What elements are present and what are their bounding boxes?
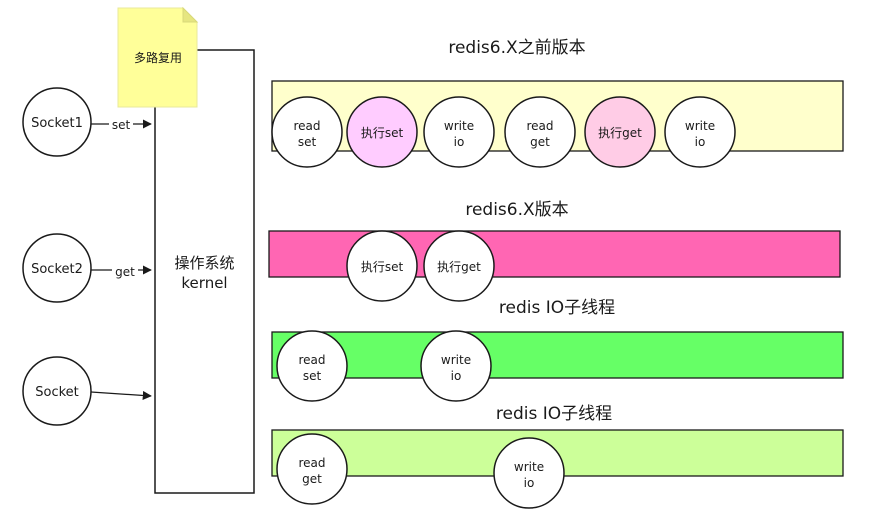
socket-label: Socket2 — [31, 262, 83, 277]
task-node-line1: write — [514, 460, 544, 474]
task-node-line1: 执行set — [361, 260, 404, 274]
task-node-line2: get — [530, 135, 550, 149]
task-node-line1: 执行get — [598, 126, 642, 140]
row-title: redis6.X版本 — [465, 200, 568, 220]
task-node-line1: 执行get — [437, 260, 481, 274]
row-title: redis6.X之前版本 — [448, 38, 585, 58]
kernel-label-line2: kernel — [181, 274, 227, 292]
task-node: read get — [276, 433, 348, 505]
socket-arrow-label: get — [115, 265, 135, 279]
kernel-label-line1: 操作系统 — [174, 254, 234, 272]
task-node-line2: io — [451, 369, 462, 383]
task-node-line1: write — [685, 119, 715, 133]
task-node: read set — [276, 330, 348, 402]
task-node-line1: read — [298, 353, 325, 367]
row-bar — [271, 331, 844, 379]
task-node-line1: write — [441, 353, 471, 367]
task-node-line2: io — [524, 476, 535, 490]
socket-node: Socket1 — [22, 87, 92, 157]
multiplexing-note-label: 多路复用 — [134, 50, 182, 65]
multiplexing-note: 多路复用 — [117, 6, 199, 108]
task-node-line2: get — [302, 472, 322, 486]
task-node: 执行set — [346, 96, 418, 168]
socket-arrow — [90, 390, 152, 401]
task-node: write io — [664, 96, 736, 168]
task-node: 执行get — [423, 230, 495, 302]
socket-node: Socket2 — [22, 233, 92, 303]
task-node: write io — [420, 330, 492, 402]
task-node: 执行get — [584, 96, 656, 168]
task-node-line1: read — [298, 456, 325, 470]
task-node-line1: write — [444, 119, 474, 133]
socket-node: Socket — [22, 356, 92, 426]
row-title: redis IO子线程 — [496, 404, 612, 424]
task-node-line1: 执行set — [361, 126, 404, 140]
row-title: redis IO子线程 — [499, 298, 615, 318]
task-node: write io — [423, 96, 495, 168]
task-node-line2: io — [695, 135, 706, 149]
task-node: write io — [493, 437, 565, 509]
task-node: read set — [271, 96, 343, 168]
task-node-line2: set — [303, 369, 322, 383]
task-node: read get — [504, 96, 576, 168]
task-node-line2: io — [454, 135, 465, 149]
socket-arrow-label: set — [112, 118, 131, 132]
socket-label: Socket1 — [31, 116, 83, 131]
socket-label: Socket — [35, 385, 79, 400]
task-node-line1: read — [293, 119, 320, 133]
task-node-line2: set — [298, 135, 317, 149]
task-node-line1: read — [526, 119, 553, 133]
kernel-box: 操作系统 kernel — [154, 49, 255, 494]
task-node: 执行set — [346, 230, 418, 302]
